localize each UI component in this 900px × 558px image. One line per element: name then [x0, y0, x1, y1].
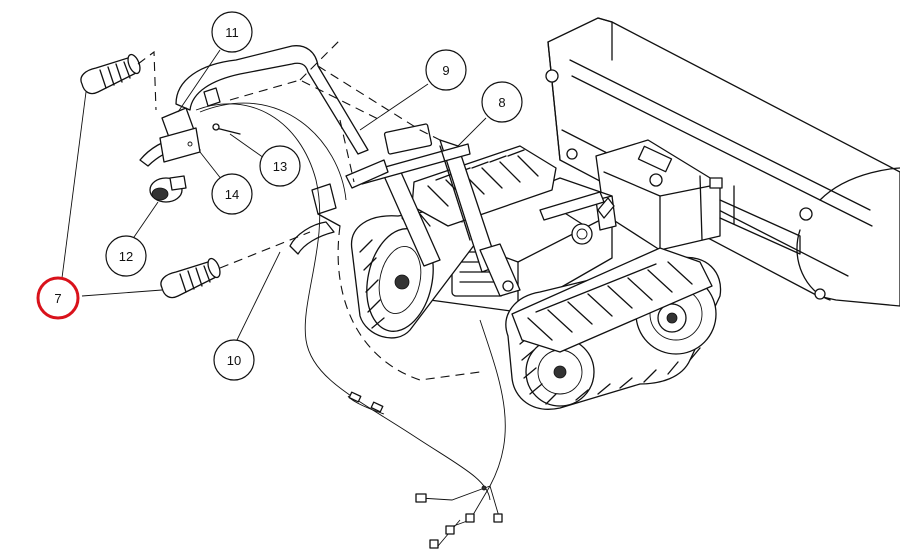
callout-14[interactable]: 14: [211, 173, 253, 215]
wiring-harness: [195, 102, 506, 549]
svg-text:10: 10: [227, 353, 241, 368]
callout-12[interactable]: 12: [105, 235, 147, 277]
callout-11[interactable]: 11: [211, 11, 253, 53]
svg-text:9: 9: [442, 63, 449, 78]
leader-lines: [61, 49, 487, 343]
handlebar: [175, 45, 369, 155]
callout-10[interactable]: 10: [213, 339, 255, 381]
callout-7[interactable]: 7: [36, 276, 80, 320]
snow-blade: [545, 17, 900, 307]
blade-mount-frame: [595, 139, 801, 255]
assembly-lines: [137, 39, 481, 381]
right-tread-lugs: [511, 247, 713, 353]
callouts: 7 8 9 10 11 12 13 14: [36, 11, 523, 381]
svg-text:8: 8: [498, 95, 505, 110]
mounting-plate: [159, 127, 201, 163]
callout-9[interactable]: 9: [425, 49, 467, 91]
svg-text:12: 12: [119, 249, 133, 264]
throttle-knob: [149, 175, 187, 203]
left-track: [350, 205, 482, 339]
callout-8[interactable]: 8: [481, 81, 523, 123]
svg-text:7: 7: [54, 291, 61, 306]
svg-text:11: 11: [225, 25, 239, 40]
hand-grip-upper: [80, 53, 141, 95]
screw: [212, 123, 241, 135]
hand-grip-lower: [160, 257, 221, 299]
svg-text:13: 13: [273, 159, 287, 174]
callout-13[interactable]: 13: [259, 145, 301, 187]
handle-column: [359, 123, 605, 297]
svg-text:14: 14: [225, 187, 239, 202]
